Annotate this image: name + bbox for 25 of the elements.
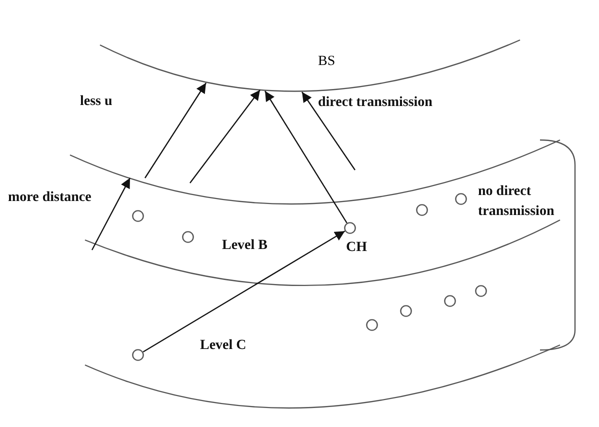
sensor-node-circle [416, 204, 428, 216]
base-station-curve [100, 40, 520, 92]
sensor-node-circle [344, 222, 356, 234]
arrow [142, 230, 346, 352]
arrow [144, 82, 206, 178]
node-caption: CH [346, 240, 367, 256]
text-label: less u [80, 94, 112, 110]
arrow [302, 92, 356, 170]
sensor-node-circle [455, 193, 467, 205]
sensor-node-circle [132, 349, 144, 361]
sensor-node-circle [366, 319, 378, 331]
text-label: Level B [222, 238, 268, 254]
text-label: more distance [8, 190, 92, 206]
text-label: no direct [478, 184, 532, 200]
node-label: BS [318, 54, 336, 70]
sensor-node-circle [444, 295, 456, 307]
sensor-node-circle [132, 210, 144, 222]
text-label: transmission [478, 204, 554, 220]
text-label: direct transmission [318, 95, 432, 111]
sensor-node-circle [400, 305, 412, 317]
arrow [190, 90, 260, 184]
sensor-node-circle [182, 231, 194, 243]
sensor-node-circle [475, 285, 487, 297]
arrow [264, 90, 348, 224]
text-label: Level C [200, 338, 246, 354]
